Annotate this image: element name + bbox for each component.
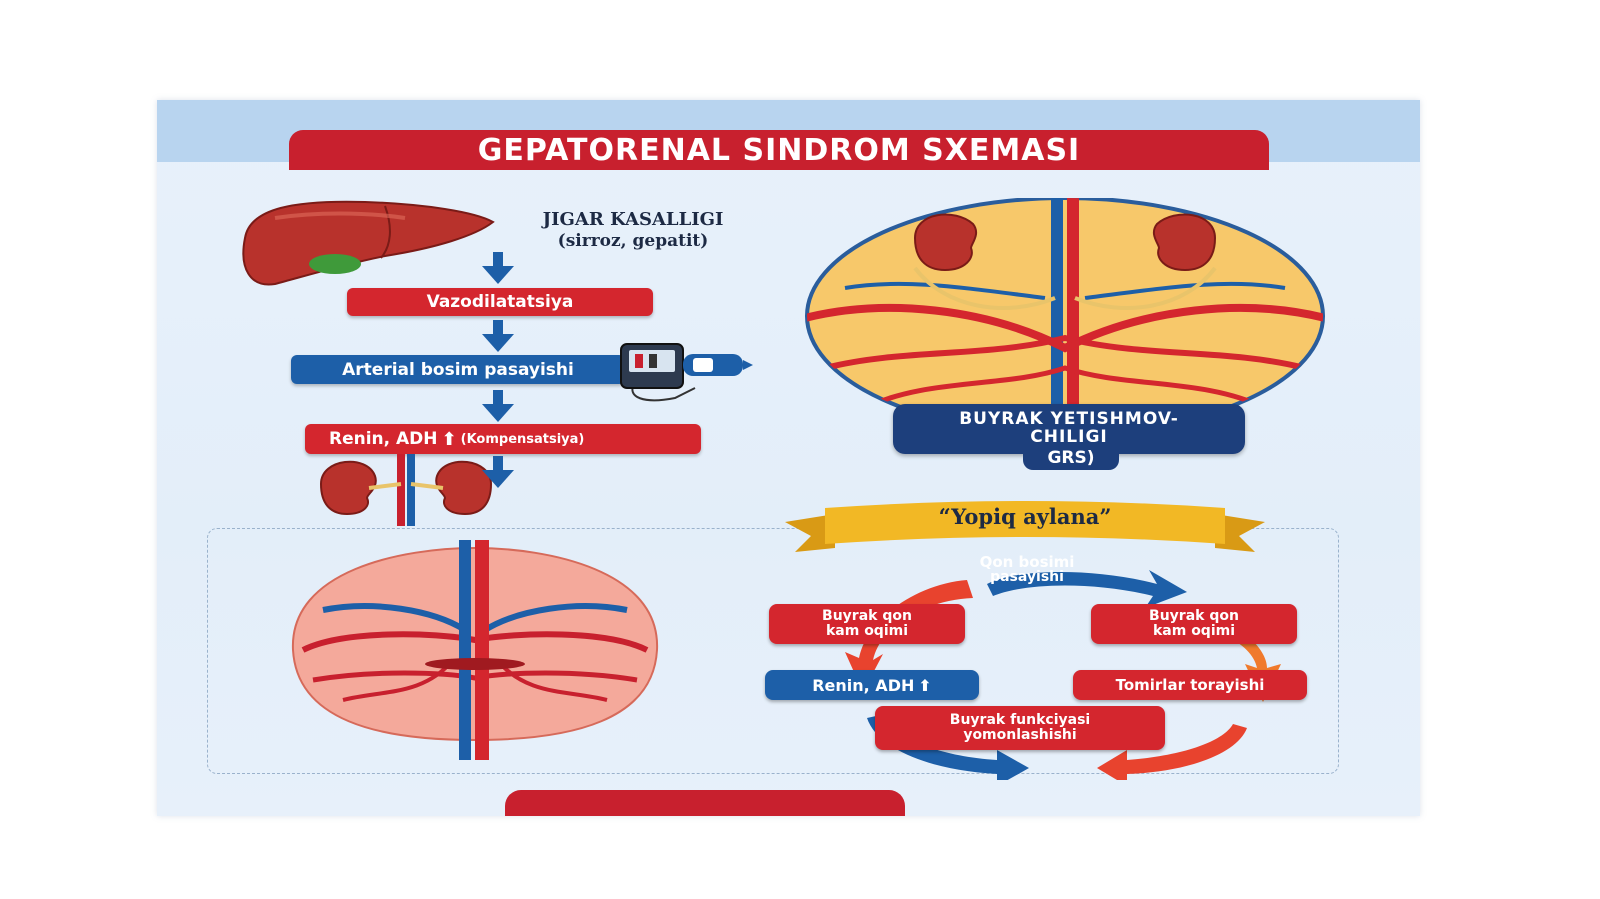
liver-illustration — [242, 200, 495, 286]
kidneys-small-illustration — [319, 454, 493, 526]
down-arrow-icon — [482, 320, 514, 352]
cycle-top-line1: Qon bosimi — [979, 553, 1075, 571]
renin-note: (Kompensatsiya) — [460, 431, 585, 447]
down-arrow-icon — [482, 456, 514, 488]
flow-step-renin: Renin, ADH ⬆ (Kompensatsiya) — [305, 424, 701, 454]
flow-step-bp-drop: Arterial bosim pasayishi — [291, 355, 625, 384]
kidney-failure-box: BUYRAK YETISHMOV- CHILIGI — [893, 404, 1245, 454]
cycle-renin-label: Renin, ADH — [812, 675, 915, 695]
cycle-bottom-line2: yomonlashishi — [963, 727, 1077, 743]
up-arrow-icon: ⬆ — [441, 428, 457, 450]
infographic-poster: GEPATORENAL SINDROM SXEMASI JIGAR KASALL… — [157, 100, 1420, 816]
liver-subtitle: (sirroz, gepatit) — [557, 231, 709, 251]
cycle-left-line1: Buyrak qon — [822, 608, 912, 624]
cycle-bottom-line1: Buyrak funkciyasi — [949, 712, 1091, 728]
kidney-failure-line3: GRS) — [1023, 446, 1119, 470]
down-arrow-icon — [482, 252, 514, 284]
cycle-panel — [207, 528, 1339, 774]
page-title: GEPATORENAL SINDROM SXEMASI — [289, 130, 1269, 170]
kidney-circle-illustration — [805, 198, 1325, 418]
renin-label: Renin, ADH — [329, 429, 438, 449]
cycle-node-vessels: Tomirlar torayishi — [1073, 670, 1307, 700]
blood-pressure-monitor-icon — [620, 343, 753, 402]
cycle-node-left-flow: Buyrak qon kam oqimi — [769, 604, 965, 644]
up-arrow-icon: ⬆ — [918, 675, 932, 695]
cycle-left-line2: kam oqimi — [825, 623, 909, 639]
bottom-cutoff-bar — [505, 790, 905, 816]
cycle-node-bp-drop: Qon bosimi pasayishi — [927, 550, 1127, 590]
kidney-failure-line2: CHILIGI — [1030, 427, 1108, 447]
cycle-node-function: Buyrak funkciyasi yomonlashishi — [875, 706, 1165, 750]
cycle-banner-text: “Yopiq aylana” — [938, 504, 1112, 529]
cycle-node-renin: Renin, ADH ⬆ — [765, 670, 979, 700]
cycle-banner-ribbon — [785, 501, 1265, 552]
cycle-right-line2: kam oqimi — [1152, 623, 1236, 639]
cycle-node-right-flow: Buyrak qon kam oqimi — [1091, 604, 1297, 644]
cycle-right-line1: Buyrak qon — [1149, 608, 1239, 624]
kidney-vascular-illustration — [291, 540, 659, 760]
kidney-failure-line1: BUYRAK YETISHMOV- — [959, 409, 1179, 429]
liver-title: JIGAR KASALLIGI — [542, 209, 724, 230]
flow-step-vasodilation: Vazodilatatsiya — [347, 288, 653, 316]
down-arrow-icon — [482, 390, 514, 422]
cycle-top-line2: pasayishi — [990, 569, 1064, 585]
